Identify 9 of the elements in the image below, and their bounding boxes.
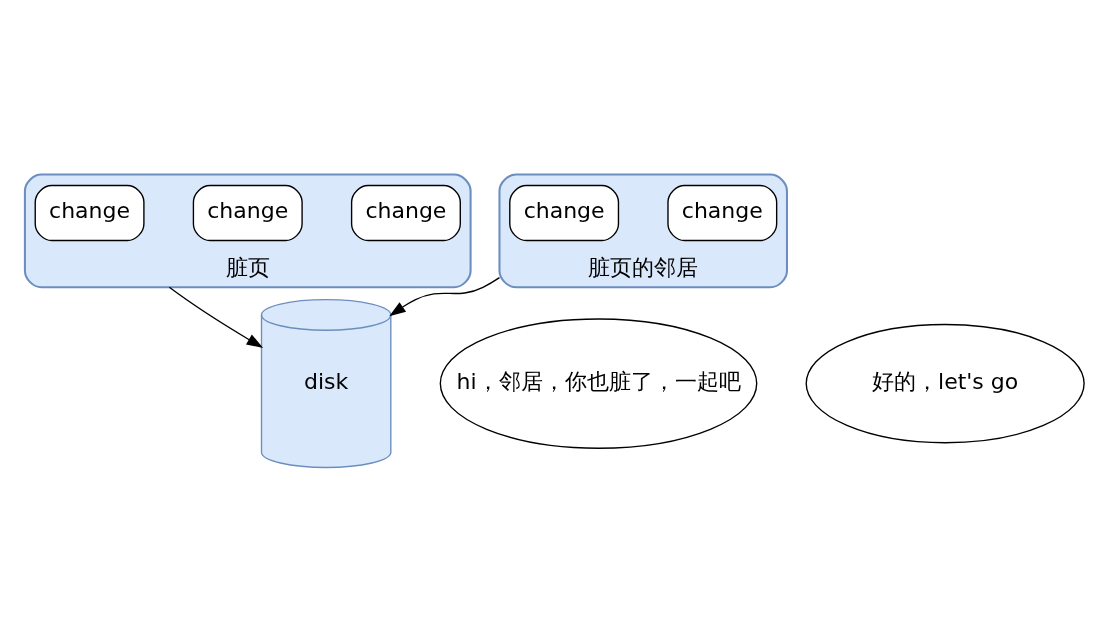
node-ellipse: 好的，let's go	[805, 323, 1085, 443]
node-ellipse: hi，邻居，你也脏了，一起吧	[439, 317, 758, 449]
node-box: change	[509, 184, 620, 241]
node-box: change	[667, 184, 778, 241]
node-box: change	[34, 184, 145, 241]
arrow	[168, 286, 264, 348]
node-box: change	[350, 184, 461, 241]
node-box: change	[192, 184, 303, 241]
arrow	[389, 276, 501, 316]
